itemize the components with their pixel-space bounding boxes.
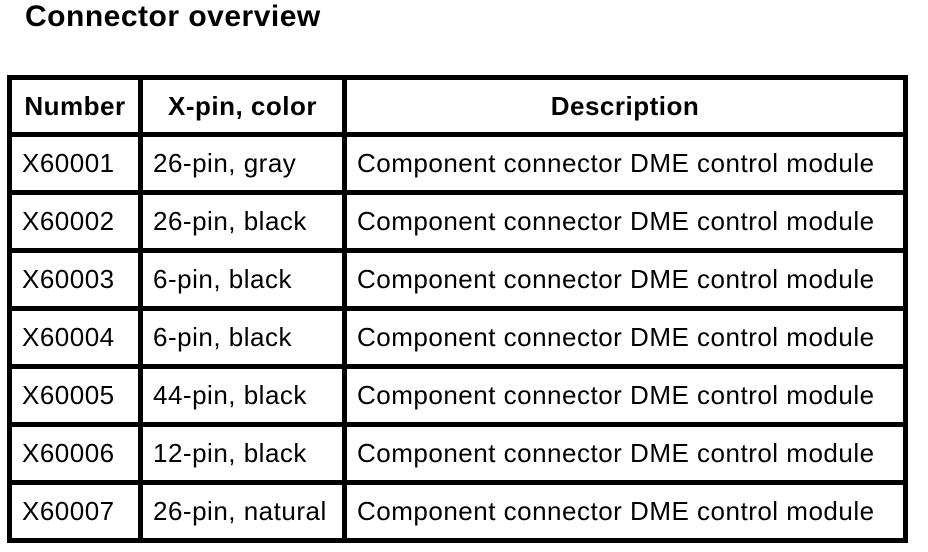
cell-number: X60003 xyxy=(7,248,143,311)
column-header-description: Description xyxy=(342,75,908,137)
table-row: X60005 44-pin, black Component connector… xyxy=(7,364,908,427)
table-header-row: Number X-pin, color Description xyxy=(7,75,908,137)
table-row: X60006 12-pin, black Component connector… xyxy=(7,422,908,485)
column-header-pin-color: X-pin, color xyxy=(138,75,347,137)
cell-pin-color: 26-pin, black xyxy=(138,190,347,253)
cell-number: X60004 xyxy=(7,306,143,369)
cell-number: X60001 xyxy=(7,132,143,195)
cell-number: X60005 xyxy=(7,364,143,427)
cell-pin-color: 6-pin, black xyxy=(138,248,347,311)
table-row: X60001 26-pin, gray Component connector … xyxy=(7,132,908,195)
cell-description: Component connector DME control module xyxy=(342,190,908,253)
cell-number: X60006 xyxy=(7,422,143,485)
table-row: X60004 6-pin, black Component connector … xyxy=(7,306,908,369)
cell-number: X60007 xyxy=(7,480,143,543)
cell-description: Component connector DME control module xyxy=(342,306,908,369)
cell-pin-color: 26-pin, natural xyxy=(138,480,347,543)
cell-description: Component connector DME control module xyxy=(342,364,908,427)
cell-pin-color: 12-pin, black xyxy=(138,422,347,485)
table-row: X60003 6-pin, black Component connector … xyxy=(7,248,908,311)
cell-description: Component connector DME control module xyxy=(342,422,908,485)
cell-pin-color: 26-pin, gray xyxy=(138,132,347,195)
page-title: Connector overview xyxy=(25,0,321,33)
table-row: X60002 26-pin, black Component connector… xyxy=(7,190,908,253)
table-row: X60007 26-pin, natural Component connect… xyxy=(7,480,908,543)
connector-overview-table: Number X-pin, color Description X60001 2… xyxy=(7,75,908,543)
cell-description: Component connector DME control module xyxy=(342,248,908,311)
cell-description: Component connector DME control module xyxy=(342,480,908,543)
cell-pin-color: 6-pin, black xyxy=(138,306,347,369)
column-header-number: Number xyxy=(7,75,143,137)
cell-description: Component connector DME control module xyxy=(342,132,908,195)
cell-number: X60002 xyxy=(7,190,143,253)
cell-pin-color: 44-pin, black xyxy=(138,364,347,427)
